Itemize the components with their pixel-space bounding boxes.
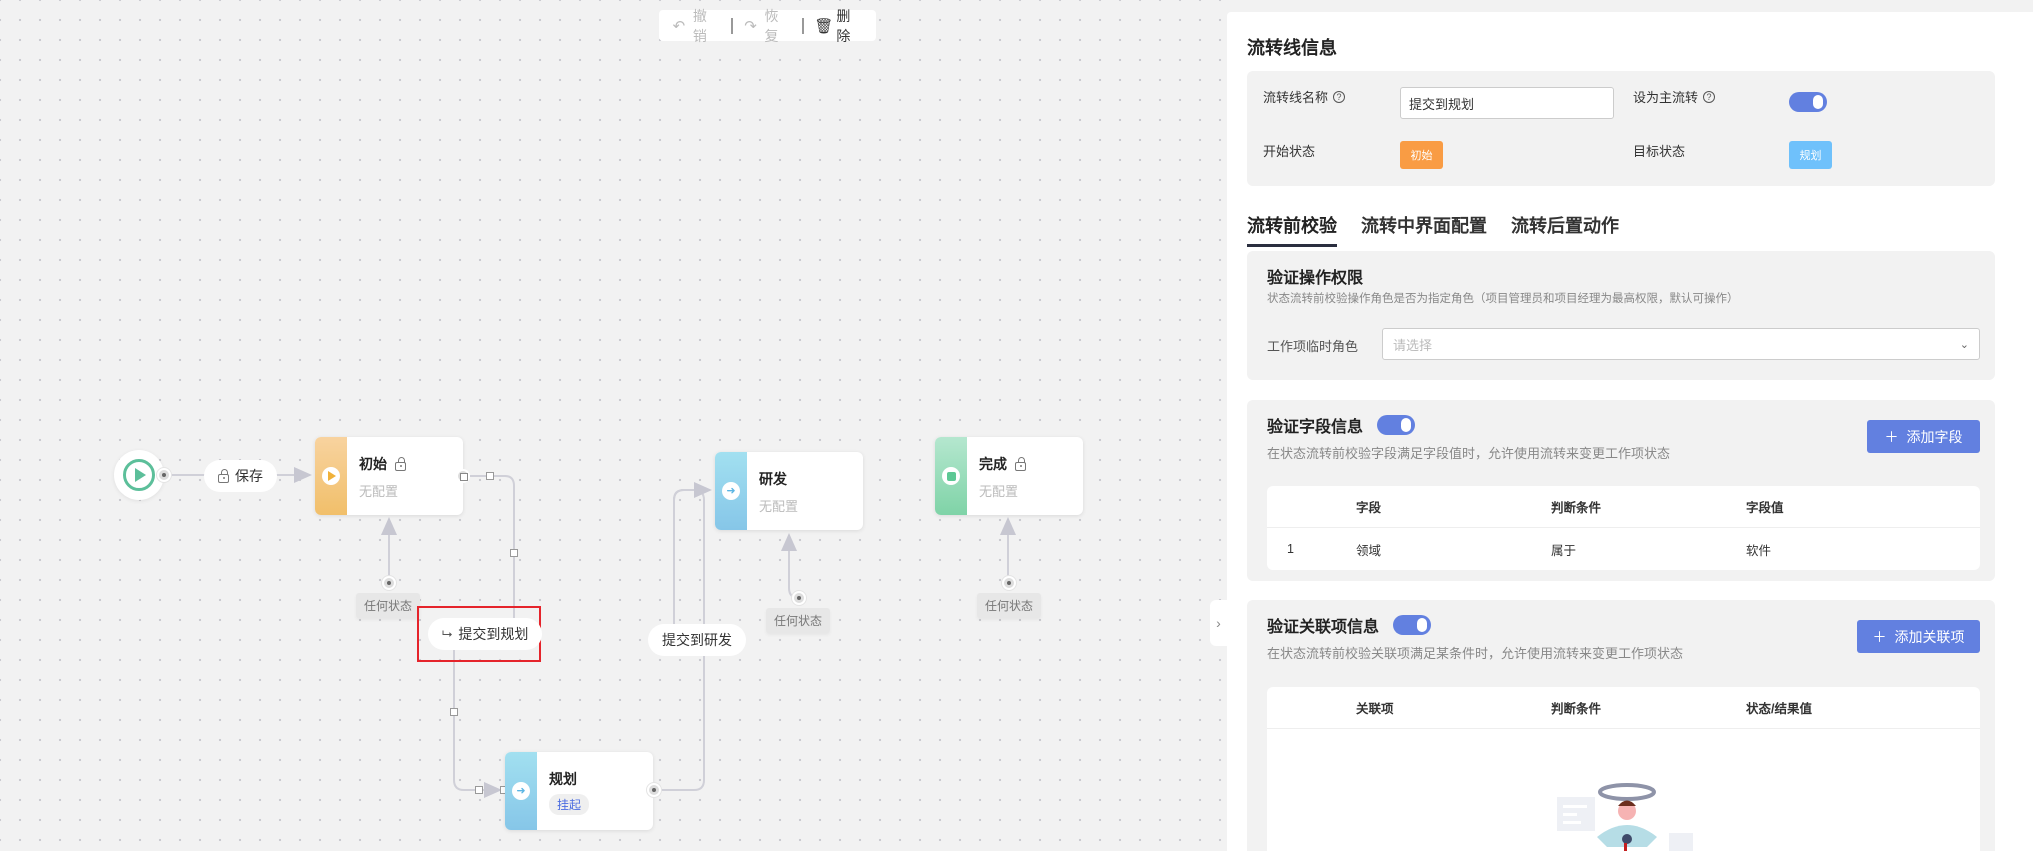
edge-handle[interactable] xyxy=(475,786,483,794)
trash-icon: 🗑 xyxy=(814,17,834,35)
field-table: 字段 判断条件 字段值 1 领域 属于 软件 xyxy=(1267,486,1980,570)
lock-icon xyxy=(218,468,229,483)
tab-ui-config[interactable]: 流转中界面配置 xyxy=(1361,216,1487,236)
plus-icon: ＋ xyxy=(1872,628,1887,645)
transition-info-panel: 流转线信息 流转线名称 ? 设为主流转 ? 开始状态 初始 目标状态 规划 流转… xyxy=(1227,12,2033,851)
main-flow-label: 设为主流转 xyxy=(1633,90,1699,105)
any-state-port[interactable] xyxy=(382,576,396,590)
collapse-panel-button[interactable]: › xyxy=(1210,600,1227,646)
section-title: 验证操作权限 xyxy=(1267,270,1364,287)
panel-tabs: 流转前校验 流转中界面配置 流转后置动作 xyxy=(1247,212,1619,247)
main-flow-toggle[interactable] xyxy=(1789,92,1827,112)
suspend-tag: 挂起 xyxy=(549,794,590,815)
redo-icon: ↷ xyxy=(744,17,757,35)
workflow-canvas[interactable]: ↶ 撤销 ↷ 恢复 🗑 删除 保存 初始 无配置 任何状 xyxy=(0,0,1227,851)
edge-handle[interactable] xyxy=(486,472,494,480)
any-state-port[interactable] xyxy=(792,591,806,605)
chevron-down-icon: ⌄ xyxy=(1959,338,1969,351)
undo-icon: ↶ xyxy=(672,17,686,35)
node-title: 规划 xyxy=(549,771,577,787)
help-icon[interactable]: ? xyxy=(1333,90,1346,103)
relation-table: 关联项 判断条件 状态/结果值 xyxy=(1267,687,1980,851)
relation-validation-section: 验证关联项信息 在状态流转前校验关联项满足某条件时，允许使用流转来变更工作项状态… xyxy=(1247,600,1995,851)
planning-out-port[interactable] xyxy=(647,783,661,797)
start-node[interactable] xyxy=(114,450,164,500)
chevron-right-icon: › xyxy=(1216,615,1221,631)
target-state-label: 目标状态 xyxy=(1633,144,1686,159)
section-title: 验证字段信息 xyxy=(1267,419,1364,436)
edges-layer xyxy=(164,467,1016,851)
connector-icon: ⮡ xyxy=(442,626,453,641)
node-color-bar xyxy=(315,437,347,515)
start-port[interactable] xyxy=(157,468,171,482)
undo-button[interactable]: ↶ 撤销 xyxy=(672,7,707,44)
state-node-done[interactable]: 完成 无配置 xyxy=(935,437,1083,515)
edge-any-to-dev xyxy=(781,533,800,599)
redo-button[interactable]: ↷ 恢复 xyxy=(744,7,779,44)
play-icon xyxy=(123,459,155,491)
node-color-bar: ➜ xyxy=(715,452,747,530)
role-label: 工作项临时角色 xyxy=(1267,339,1359,354)
start-state-tag: 初始 xyxy=(1400,141,1443,169)
section-desc: 在状态流转前校验字段满足字段值时，允许使用流转来变更工作项状态 xyxy=(1267,446,1671,461)
edge-handle[interactable] xyxy=(510,549,518,557)
arrow-right-icon: ➜ xyxy=(512,782,530,800)
transition-basic-info: 流转线名称 ? 设为主流转 ? 开始状态 初始 目标状态 规划 xyxy=(1247,71,1995,186)
role-select[interactable]: 请选择 ⌄ xyxy=(1382,328,1980,360)
name-label: 流转线名称 xyxy=(1263,90,1329,105)
edge-planning-to-dev-b xyxy=(673,482,712,632)
section-desc: 在状态流转前校验关联项满足某条件时，允许使用流转来变更工作项状态 xyxy=(1267,646,1684,661)
tab-post-actions[interactable]: 流转后置动作 xyxy=(1511,216,1619,236)
any-state-label: 任何状态 xyxy=(356,593,421,618)
canvas-toolbar: ↶ 撤销 ↷ 恢复 🗑 删除 xyxy=(659,8,876,44)
node-title: 完成 xyxy=(979,456,1007,472)
transition-name-input[interactable] xyxy=(1400,87,1614,119)
field-validation-section: 验证字段信息 在状态流转前校验字段满足字段值时，允许使用流转来变更工作项状态 ＋… xyxy=(1247,400,1995,581)
arrow-right-icon: ➜ xyxy=(722,482,740,500)
section-title: 验证关联项信息 xyxy=(1267,619,1380,636)
permission-section: 验证操作权限 状态流转前校验操作角色是否为指定角色（项目管理员和项目经理为最高权… xyxy=(1247,251,1995,380)
any-state-port[interactable] xyxy=(1002,576,1016,590)
table-row[interactable]: 1 领域 属于 软件 xyxy=(1287,542,1772,558)
field-validation-toggle[interactable] xyxy=(1377,415,1416,435)
any-state-label: 任何状态 xyxy=(766,608,831,633)
play-icon xyxy=(322,467,340,485)
node-color-bar xyxy=(935,437,967,515)
tab-pre-validation[interactable]: 流转前校验 xyxy=(1247,212,1337,247)
plus-icon: ＋ xyxy=(1884,428,1899,445)
start-transition-label[interactable]: 保存 xyxy=(204,460,277,492)
transition-label-submit-dev[interactable]: 提交到研发 xyxy=(648,624,746,656)
stop-icon xyxy=(942,467,960,485)
state-node-initial[interactable]: 初始 无配置 xyxy=(315,437,463,515)
delete-button[interactable]: 🗑 删除 xyxy=(814,7,851,44)
table-header: 关联项 判断条件 状态/结果值 xyxy=(1267,687,1980,729)
initial-out-port[interactable] xyxy=(456,469,470,483)
edge-handle[interactable] xyxy=(450,708,458,716)
node-subtitle: 无配置 xyxy=(759,499,799,514)
state-node-dev[interactable]: ➜ 研发 无配置 xyxy=(715,452,863,530)
node-subtitle: 无配置 xyxy=(979,484,1019,499)
start-state-label: 开始状态 xyxy=(1263,144,1316,159)
state-node-planning[interactable]: ➜ 规划 挂起 xyxy=(505,752,653,830)
node-color-bar: ➜ xyxy=(505,752,537,830)
target-state-tag: 规划 xyxy=(1789,141,1832,169)
lock-icon xyxy=(1015,456,1026,471)
any-state-label: 任何状态 xyxy=(977,593,1042,618)
node-subtitle: 无配置 xyxy=(359,484,399,499)
transition-label-submit-planning[interactable]: ⮡ 提交到规划 xyxy=(428,618,543,650)
table-header: 字段 判断条件 字段值 xyxy=(1267,486,1980,528)
help-icon[interactable]: ? xyxy=(1703,90,1716,103)
toolbar-divider xyxy=(802,17,805,34)
section-desc: 状态流转前校验操作角色是否为指定角色（项目管理员和项目经理为最高权限，默认可操作… xyxy=(1267,293,1739,305)
node-title: 初始 xyxy=(359,456,387,472)
lock-icon xyxy=(395,456,406,471)
relation-validation-toggle[interactable] xyxy=(1393,615,1432,635)
add-relation-button[interactable]: ＋ 添加关联项 xyxy=(1857,620,1980,653)
empty-state-illustration xyxy=(1557,783,1693,851)
panel-title: 流转线信息 xyxy=(1247,38,1337,58)
node-title: 研发 xyxy=(759,471,787,487)
add-field-button[interactable]: ＋ 添加字段 xyxy=(1867,420,1980,453)
toolbar-divider xyxy=(730,17,733,34)
